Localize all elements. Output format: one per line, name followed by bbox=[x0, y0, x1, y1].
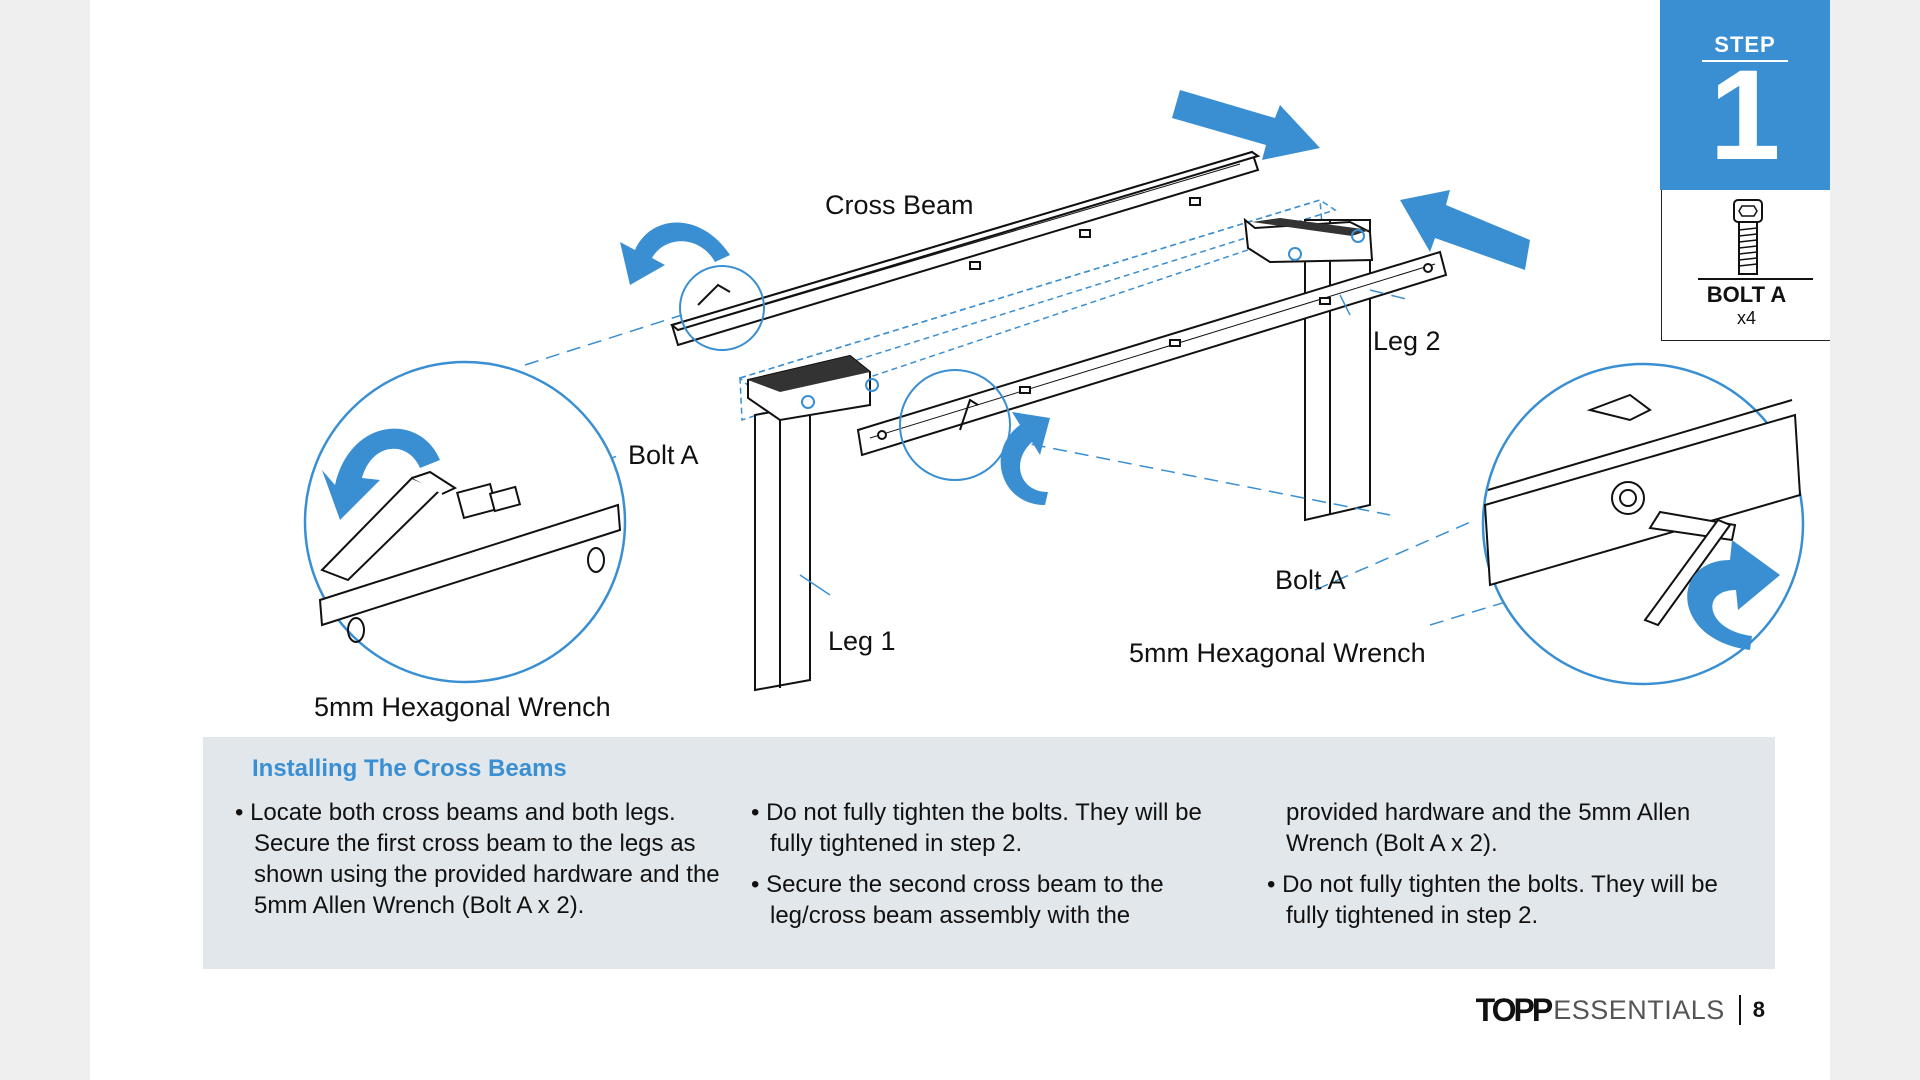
hardware-qty: x4 bbox=[1736, 308, 1756, 328]
instruction-item: • Secure the second cross beam to the le… bbox=[751, 871, 1164, 929]
step-divider bbox=[1702, 60, 1788, 62]
manual-page: Cross Beam Leg 2 Bolt A Bolt A Leg 1 5mm… bbox=[90, 0, 1830, 1080]
detail-ring-left bbox=[679, 265, 765, 351]
rotate-arrow-icon bbox=[322, 428, 440, 520]
page-footer: TOPP ESSENTIALS 8 bbox=[1476, 990, 1765, 1030]
label-bolt-a-left: Bolt A bbox=[628, 440, 699, 470]
hardware-name: BOLT A bbox=[1706, 282, 1787, 307]
leg-2 bbox=[1243, 217, 1374, 522]
hardware-box: BOLT A x4 bbox=[1661, 190, 1830, 341]
back-cross-beam bbox=[669, 150, 1261, 347]
instructions-panel: Installing The Cross Beams • Locate both… bbox=[203, 737, 1775, 969]
magnifier-left bbox=[303, 360, 627, 684]
label-cross-beam: Cross Beam bbox=[825, 190, 974, 220]
instructions-column-1: • Locate both cross beams and both legs.… bbox=[235, 797, 725, 931]
hardware-divider bbox=[1698, 278, 1813, 280]
instructions-title: Installing The Cross Beams bbox=[252, 755, 567, 782]
rotate-arrow-icon bbox=[1687, 540, 1780, 650]
label-pointers bbox=[799, 294, 1351, 596]
rotate-arrow-icon bbox=[620, 222, 730, 285]
push-arrow-icon bbox=[1172, 90, 1320, 160]
detail-ring-front bbox=[899, 369, 1011, 481]
rotate-arrow-icon bbox=[1000, 412, 1050, 505]
instruction-item: • Do not fully tighten the bolts. They w… bbox=[1267, 871, 1718, 929]
instructions-column-2: • Do not fully tighten the bolts. They w… bbox=[751, 797, 1241, 941]
assembly-illustration bbox=[303, 90, 1805, 692]
label-bolt-a-right: Bolt A bbox=[1275, 565, 1346, 595]
front-cross-beam bbox=[856, 250, 1448, 457]
footer-divider bbox=[1738, 995, 1741, 1025]
page-number: 8 bbox=[1752, 997, 1765, 1022]
bolt-icon bbox=[1733, 199, 1763, 275]
leg-1 bbox=[747, 354, 871, 692]
instructions-column-3: provided hardware and the 5mm Allen Wren… bbox=[1267, 797, 1757, 941]
step-badge: STEP 1 bbox=[1660, 0, 1830, 190]
label-wrench-left: 5mm Hexagonal Wrench bbox=[314, 692, 611, 722]
magnifier-right bbox=[1481, 362, 1805, 686]
label-wrench-right: 5mm Hexagonal Wrench bbox=[1129, 638, 1426, 668]
instruction-item: • Do not fully tighten the bolts. They w… bbox=[751, 799, 1202, 857]
instruction-continuation: provided hardware and the 5mm Allen Wren… bbox=[1286, 799, 1691, 857]
push-arrow-icon bbox=[1400, 190, 1530, 270]
step-number: 1 bbox=[1709, 44, 1781, 187]
step-word: STEP bbox=[1714, 32, 1776, 57]
ghost-bolts bbox=[801, 229, 1365, 409]
label-leg-1: Leg 1 bbox=[828, 626, 896, 656]
instruction-item: • Locate both cross beams and both legs.… bbox=[235, 799, 720, 919]
brand-subtitle: ESSENTIALS bbox=[1553, 994, 1725, 1025]
label-leg-2: Leg 2 bbox=[1373, 326, 1441, 356]
brand-logo: TOPP bbox=[1475, 991, 1554, 1028]
